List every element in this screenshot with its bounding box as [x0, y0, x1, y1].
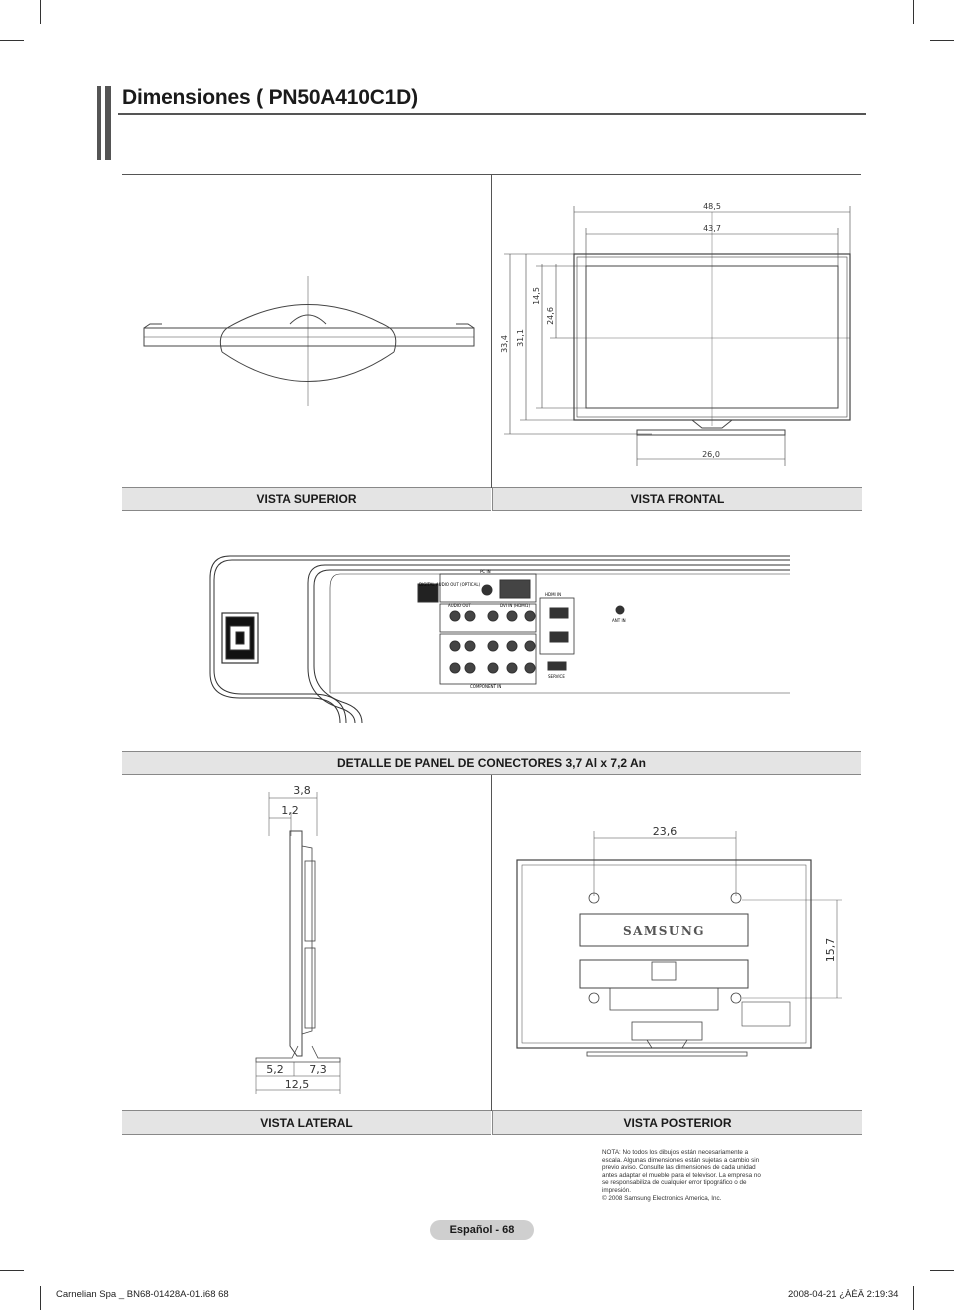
dim-width-screen: 43,7 [703, 224, 721, 233]
connector-panel-drawing: DIGITAL AUDIO OUT (OPTICAL) PC IN AUDIO … [209, 555, 790, 724]
section-rule-top [122, 174, 861, 175]
crop-mark [0, 40, 24, 41]
section-divider [491, 775, 492, 1111]
label-pc-in: PC IN [480, 569, 491, 574]
dim-center-height: 14,5 [532, 287, 541, 305]
label-ant-in: ANT IN [612, 618, 626, 623]
footer-date: 2008-04-21 ¿ÀÈÄ 2:19:34 [788, 1289, 899, 1300]
dim-height-body: 31,1 [516, 329, 525, 347]
dim-depth-panel: 1,2 [281, 804, 299, 817]
crop-mark [40, 1286, 41, 1310]
page-title: Dimensiones ( PN50A410C1D) [122, 86, 418, 109]
label-dvi-in: DVI IN (HDMI1) [500, 603, 530, 608]
side-view-drawing: 3,8 1,2 5,2 7,3 12,5 [255, 784, 341, 1094]
caption-connector-detail: DETALLE DE PANEL DE CONECTORES 3,7 Al x … [122, 751, 861, 775]
title-rule [118, 113, 866, 115]
dim-depth-total: 3,8 [293, 784, 311, 797]
rear-view-drawing: SAMSUNG 23,6 15,7 [516, 825, 842, 1057]
label-component-in: COMPONENT IN [470, 684, 501, 689]
disclaimer-note: NOTA: No todos los dibujos están necesar… [602, 1149, 762, 1202]
dim-stand-width: 26,0 [702, 450, 720, 459]
dim-vesa-width: 23,6 [653, 825, 678, 838]
note-text: NOTA: No todos los dibujos están necesar… [602, 1149, 761, 1194]
dim-stand-total: 12,5 [285, 1078, 310, 1091]
label-hdmi-in: HDMI IN [545, 592, 561, 597]
crop-mark [930, 40, 954, 41]
dim-height-total: 33,4 [500, 335, 509, 353]
caption-side-view: VISTA LATERAL [122, 1110, 491, 1135]
crop-mark [913, 1286, 914, 1310]
crop-mark [913, 0, 914, 24]
copyright-text: © 2008 Samsung Electronics America, Inc. [602, 1194, 722, 1202]
crop-mark [930, 1270, 954, 1271]
section-divider [491, 175, 492, 488]
rear-brand-logo: SAMSUNG [623, 924, 705, 938]
crop-mark [40, 0, 41, 24]
front-view-drawing: 48,5 43,7 33,4 31,1 14,5 24,6 26,0 [500, 202, 851, 466]
dim-width-total: 48,5 [703, 202, 721, 211]
title-accent-bar [97, 86, 111, 160]
label-audio-out: AUDIO OUT [448, 603, 471, 608]
caption-top-view: VISTA SUPERIOR [122, 487, 491, 511]
caption-front-view: VISTA FRONTAL [492, 487, 862, 511]
top-view-drawing [143, 276, 475, 406]
footer-file: Carnelian Spa _ BN68-01428A-01.i68 68 [56, 1289, 229, 1300]
label-service: SERVICE [548, 674, 565, 679]
crop-mark [0, 1270, 24, 1271]
dim-vesa-height: 15,7 [824, 938, 837, 963]
dim-stand-back: 7,3 [309, 1063, 327, 1076]
dim-screen-height: 24,6 [546, 307, 555, 325]
label-digital-audio: DIGITAL AUDIO OUT (OPTICAL) [419, 582, 481, 587]
dim-stand-front: 5,2 [266, 1063, 284, 1076]
page-number-label: Español - 68 [430, 1220, 534, 1240]
caption-rear-view: VISTA POSTERIOR [492, 1110, 862, 1135]
